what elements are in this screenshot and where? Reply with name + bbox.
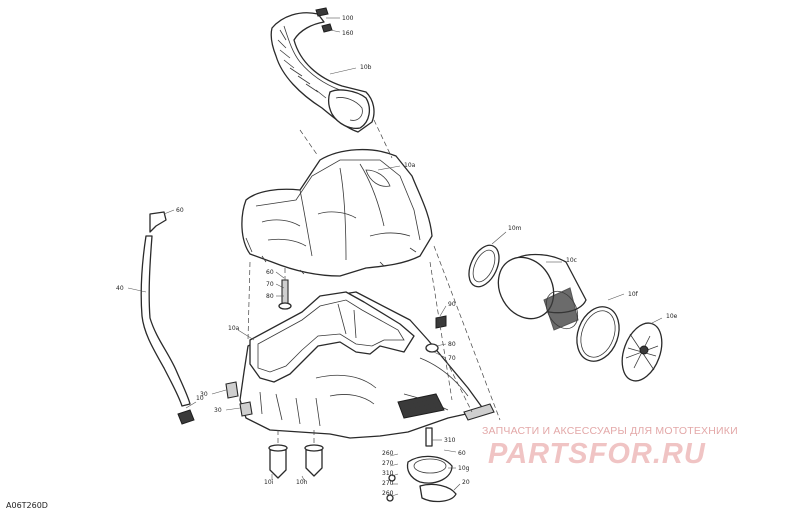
callout-label: 30 xyxy=(200,391,208,398)
callout-labels: 100 160 10b 10a 10m 10c 10f 10e 60 40 60… xyxy=(116,15,678,497)
callout-label: 10a xyxy=(404,162,416,169)
callout-label: 90 xyxy=(448,301,456,308)
callout-label: 270 xyxy=(382,460,394,467)
callout-label: 30 xyxy=(214,407,222,414)
callout-label: 10m xyxy=(508,225,522,232)
callout-label: 60 xyxy=(176,207,184,214)
intake-duct xyxy=(270,7,375,133)
callout-label: 10i xyxy=(264,479,274,486)
callout-label: 160 xyxy=(342,30,354,37)
alignment-lines xyxy=(247,119,501,446)
callout-label: 270 xyxy=(382,480,394,487)
callout-label: 60 xyxy=(458,450,466,457)
callout-label: 40 xyxy=(116,285,124,292)
callout-label: 100 xyxy=(342,15,354,22)
callout-label: 70 xyxy=(266,281,274,288)
drawing-code: A06T260D xyxy=(6,501,48,510)
callout-label: 10a xyxy=(228,325,240,332)
callout-label: 20 xyxy=(462,479,470,486)
callout-label: 10f xyxy=(628,291,639,298)
watermark-tagline: ЗАПЧАСТИ И АКСЕССУАРЫ ДЛЯ МОТОТЕХНИКИ xyxy=(482,425,738,437)
hardware xyxy=(225,279,495,503)
callout-label: 10g xyxy=(458,465,470,472)
callout-label: 310 xyxy=(382,470,394,477)
callout-label: 10 xyxy=(196,395,204,402)
callout-label: 10c xyxy=(566,257,577,264)
callout-label: 80 xyxy=(266,293,274,300)
callout-label: 310 xyxy=(444,437,456,444)
callout-label: 260 xyxy=(382,490,394,497)
airbox-base xyxy=(239,291,485,439)
callout-label: 60 xyxy=(266,269,274,276)
breather-hose xyxy=(140,211,195,425)
watermark-logo: PARTSFOR.RU xyxy=(488,438,706,470)
callout-label: 260 xyxy=(382,450,394,457)
callout-label: 80 xyxy=(448,341,456,348)
callout-label: 10e xyxy=(666,313,678,320)
callout-label: 70 xyxy=(448,355,456,362)
leader-lines xyxy=(127,17,663,497)
airbox-cover xyxy=(241,148,433,277)
callout-label: 10b xyxy=(360,64,372,71)
callout-label: 10h xyxy=(296,479,308,486)
filter-assembly xyxy=(468,244,663,382)
